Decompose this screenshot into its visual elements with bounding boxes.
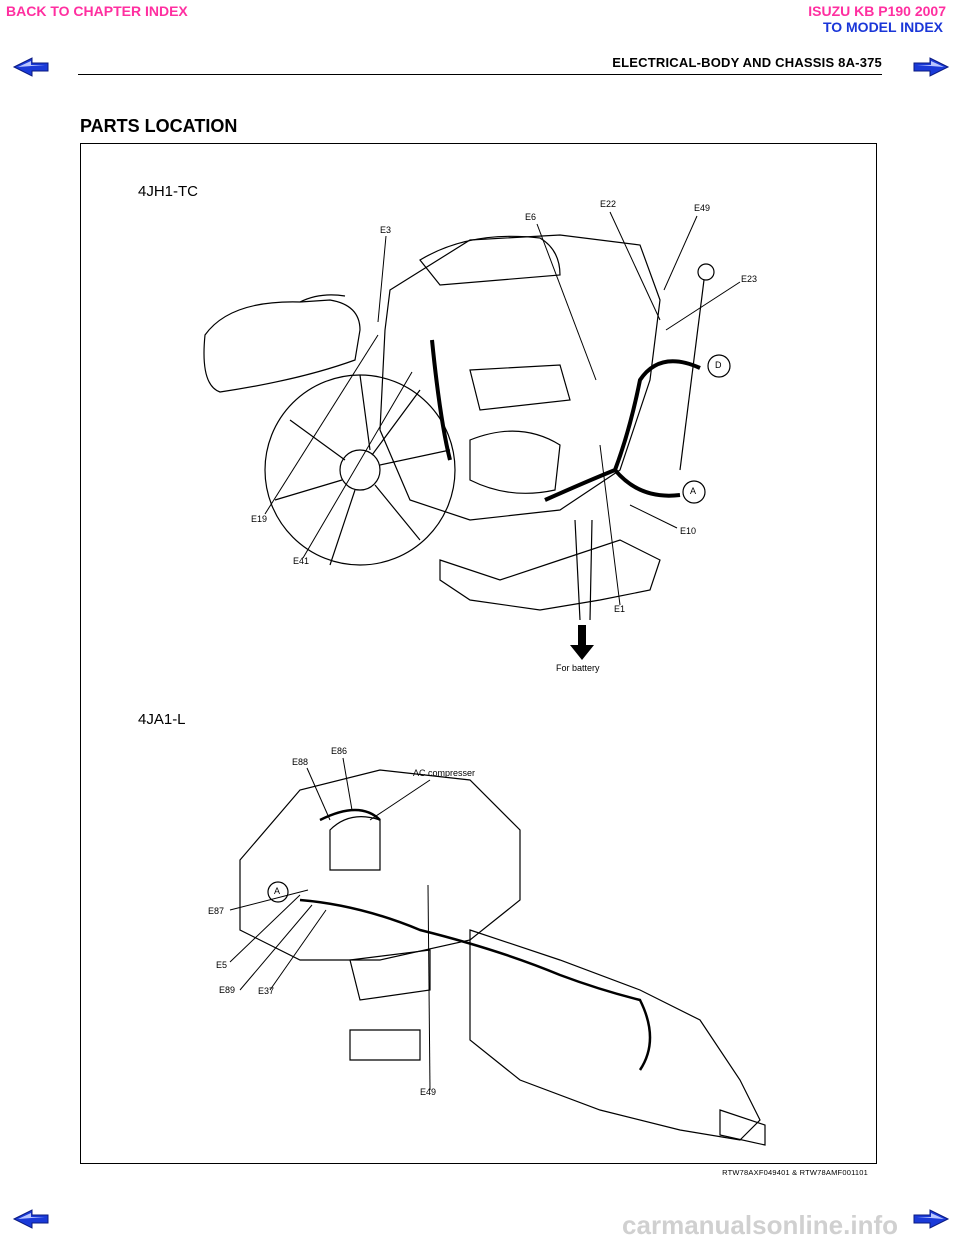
callout-e23: E23 — [741, 274, 758, 284]
callout-e49-lower: E49 — [420, 1087, 437, 1097]
engine-label-4jh1-tc: 4JH1-TC — [138, 183, 199, 200]
callout-e10: E10 — [680, 526, 697, 536]
callout-e22: E22 — [600, 199, 617, 209]
engine-4ja1-l-leader-lines — [229, 757, 431, 1091]
callout-e37: E37 — [258, 986, 275, 996]
callout-a: A — [690, 486, 697, 496]
model-title: ISUZU KB P190 2007 — [808, 3, 946, 19]
callout-e86: E86 — [331, 746, 348, 756]
callout-e1: E1 — [614, 604, 626, 614]
engine-4ja1-l-drawing — [239, 769, 766, 1146]
callout-for-battery: For battery — [556, 663, 600, 673]
watermark: carmanualsonline.info — [622, 1210, 898, 1240]
prev-page-arrow-icon-bottom[interactable] — [12, 1208, 50, 1230]
callout-d: D — [715, 360, 722, 370]
model-index-link[interactable]: ISUZU KB P190 2007 TO MODEL INDEX — [808, 3, 946, 35]
page-header-title: ELECTRICAL-BODY AND CHASSIS 8A-375 — [612, 55, 882, 70]
engine-4jh1-tc-drawing — [203, 234, 731, 621]
section-title: PARTS LOCATION — [80, 116, 238, 136]
engine-label-4ja1-l: 4JA1-L — [138, 711, 186, 728]
callout-e5: E5 — [216, 960, 228, 970]
callout-e87: E87 — [208, 906, 225, 916]
callout-e19: E19 — [251, 514, 268, 524]
engine-4ja1-l-harness — [299, 808, 652, 1071]
callout-e3: E3 — [380, 225, 392, 235]
to-model-index-label: TO MODEL INDEX — [822, 19, 943, 35]
engine-4jh1-tc-leader-lines — [264, 211, 741, 606]
callout-e49: E49 — [694, 203, 711, 213]
figure-reference-code: RTW78AXF049401 & RTW78AMF001101 — [722, 1168, 868, 1177]
next-page-arrow-icon-bottom[interactable] — [912, 1208, 950, 1230]
figure-frame — [80, 143, 877, 1164]
callout-e6: E6 — [525, 212, 537, 222]
prev-page-arrow-icon[interactable] — [12, 56, 50, 78]
callout-a2: A — [274, 886, 281, 896]
callout-ac-compresser: AC compresser — [413, 768, 476, 778]
engine-4jh1-tc-harness — [430, 339, 701, 502]
callout-e89: E89 — [219, 985, 236, 995]
callout-e41: E41 — [293, 556, 310, 566]
next-page-arrow-icon[interactable] — [912, 56, 950, 78]
battery-arrow-icon — [570, 625, 594, 660]
header-divider — [78, 74, 882, 75]
callout-e88: E88 — [292, 757, 309, 767]
back-to-chapter-index-link[interactable]: BACK TO CHAPTER INDEX — [6, 3, 188, 19]
